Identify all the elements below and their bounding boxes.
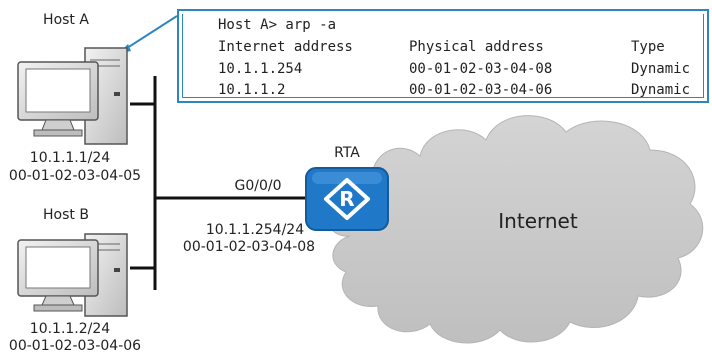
network-links bbox=[130, 76, 306, 290]
internet-cloud-icon bbox=[326, 115, 704, 344]
host-a-computer-icon bbox=[17, 47, 128, 145]
router-ip: 10.1.1.254/24 bbox=[205, 222, 305, 238]
arp-row-2-type: Dynamic bbox=[631, 82, 691, 98]
arp-row-1-mac: 00-01-02-03-04-08 bbox=[409, 61, 553, 77]
arp-table-callout: Host A> arp -a Internet address Physical… bbox=[177, 9, 709, 103]
host-a-name: Host A bbox=[43, 12, 89, 28]
arp-row-1-type: Dynamic bbox=[631, 61, 691, 77]
host-b-mac: 00-01-02-03-04-06 bbox=[8, 338, 142, 354]
arp-row-2-ip: 10.1.1.2 bbox=[218, 82, 286, 98]
svg-text:R: R bbox=[339, 187, 354, 211]
arp-header-internet-address: Internet address bbox=[218, 39, 353, 55]
arp-table-callout-frame bbox=[182, 14, 704, 98]
arp-row-2-mac: 00-01-02-03-04-06 bbox=[409, 82, 553, 98]
internet-label: Internet bbox=[498, 209, 578, 233]
arp-header-type: Type bbox=[631, 39, 665, 55]
host-b-computer-icon bbox=[17, 233, 128, 317]
router-interface: G0/0/0 bbox=[234, 178, 282, 194]
host-b-name: Host B bbox=[43, 207, 89, 223]
router-mac: 00-01-02-03-04-08 bbox=[182, 239, 316, 255]
arp-header-physical-address: Physical address bbox=[409, 39, 544, 55]
router-icon: R bbox=[305, 167, 389, 231]
host-a-mac: 00-01-02-03-04-05 bbox=[8, 168, 142, 184]
router-name: RTA bbox=[334, 145, 360, 161]
arp-command: Host A> arp -a bbox=[218, 17, 337, 33]
host-a-ip: 10.1.1.1/24 bbox=[29, 150, 111, 166]
arp-row-1-ip: 10.1.1.254 bbox=[218, 61, 303, 77]
host-b-ip: 10.1.1.2/24 bbox=[29, 321, 111, 337]
